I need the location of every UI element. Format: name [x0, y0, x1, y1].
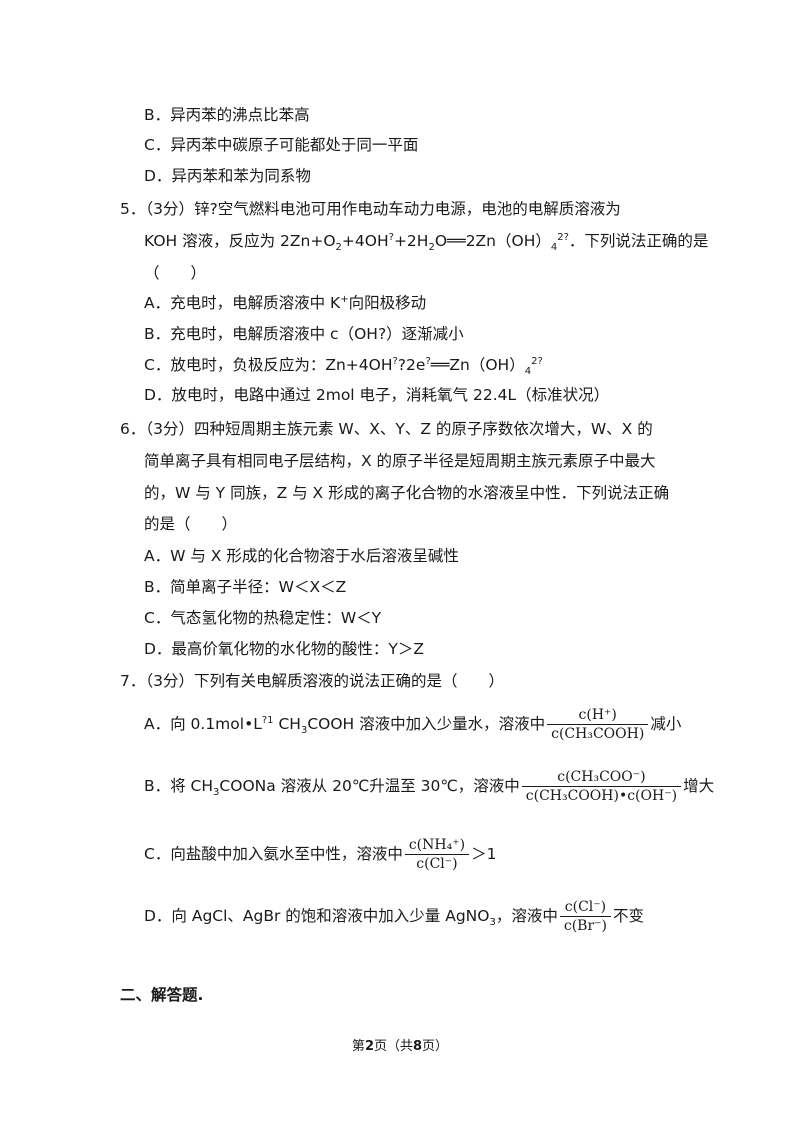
q6-stem-line3: 的，W 与 Y 同族，Z 与 X 形成的离子化合物的水溶液呈中性．下列说法正确 — [144, 484, 670, 502]
q7-d-fraction: c(Cl⁻)c(Br⁻) — [559, 898, 612, 935]
q5-option-d: D．放电时，电路中通过 2mol 电子，消耗氧气 22.4L（标准状况） — [144, 386, 610, 404]
q5-option-a: A．充电时，电解质溶液中 K+向阳极移动 — [144, 293, 427, 312]
q5-stem-line1: 5．（3分）锌?空气燃料电池可用作电动车动力电源，电池的电解质溶液为 — [120, 200, 621, 218]
q5-stem-line2: KOH 溶液，反应为 2Zn+O2+4OH?+2H2O══2Zn（OH）42?．… — [144, 231, 709, 254]
q5-option-c: C．放电时，负极反应为：Zn+4OH??2e?══Zn（OH）42? — [144, 355, 543, 378]
page-footer: 第2页（共8页） — [351, 1039, 449, 1054]
q6-option-d: D．最高价氧化物的水化物的酸性：Y＞Z — [144, 640, 425, 658]
q5-stem-line3: （ ） — [144, 264, 207, 282]
q6-option-a: A．W 与 X 形成的化合物溶于水后溶液呈碱性 — [144, 547, 459, 565]
q5-option-b: B．充电时，电解质溶液中 c（OH?）逐渐减小 — [144, 325, 464, 343]
q6-stem-line1: 6．（3分）四种短周期主族元素 W、X、Y、Z 的原子序数依次增大，W、X 的 — [120, 420, 653, 438]
q7-b-fraction: c(CH₃COO⁻)c(CH₃COOH)•c(OH⁻) — [521, 768, 682, 805]
q6-stem-line4: 的是（ ） — [144, 515, 238, 533]
q6-option-c: C．气态氢化物的热稳定性：W＜Y — [144, 609, 382, 627]
q7-c-fraction: c(NH₄⁺)c(Cl⁻) — [404, 836, 470, 873]
q7-a-fraction: c(H⁺)c(CH₃COOH) — [547, 706, 649, 743]
q4-option-d: D．异丙苯和苯为同系物 — [144, 167, 311, 185]
q7-stem: 7．（3分）下列有关电解质溶液的说法正确的是（ ） — [120, 672, 504, 690]
q6-option-b: B．简单离子半径：W＜X＜Z — [144, 578, 347, 596]
q4-option-b: B．异丙苯的沸点比苯高 — [144, 106, 310, 124]
q6-stem-line2: 简单离子具有相同电子层结构，X 的原子半径是短周期主族元素原子中最大 — [144, 452, 656, 470]
section-heading: 二、解答题. — [120, 986, 204, 1004]
q4-option-c: C．异丙苯中碳原子可能都处于同一平面 — [144, 136, 419, 154]
